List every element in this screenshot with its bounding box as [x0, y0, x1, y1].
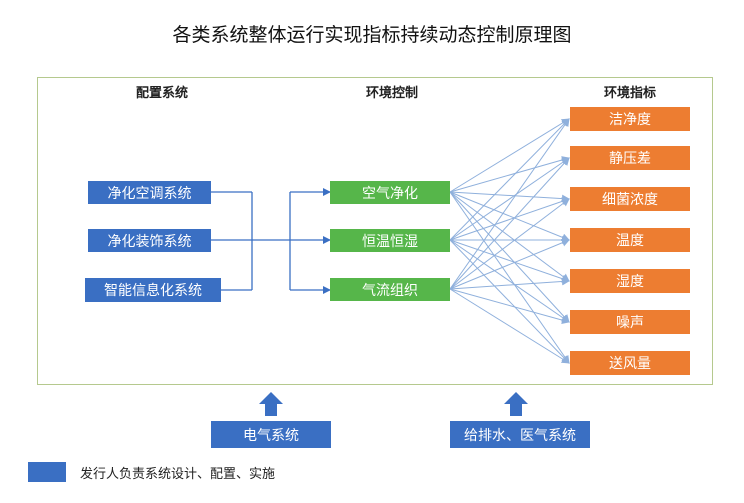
- support-arrows: [259, 392, 528, 416]
- diagram-frame: [37, 77, 713, 385]
- legend-label: 发行人负责系统设计、配置、实施: [80, 467, 276, 482]
- config-system-intelligent: 智能信息化系统: [85, 278, 221, 302]
- indicator-noise: 噪声: [570, 310, 690, 334]
- column-header-config: 配置系统: [135, 86, 188, 101]
- support-electrical: 电气系统: [211, 421, 331, 448]
- support-water-medical-gas: 给排水、医气系统: [450, 421, 590, 448]
- indicator-humidity: 湿度: [570, 269, 690, 293]
- indicator-cleanliness: 洁净度: [570, 107, 690, 131]
- control-constant-temp-humidity: 恒温恒湿: [330, 229, 450, 252]
- column-header-indicator: 环境指标: [603, 86, 656, 101]
- control-airflow: 气流组织: [330, 278, 450, 301]
- config-system-decoration: 净化装饰系统: [88, 229, 211, 252]
- config-system-hvac: 净化空调系统: [88, 181, 211, 204]
- indicator-air-volume: 送风量: [570, 351, 690, 375]
- column-header-control: 环境控制: [365, 86, 418, 101]
- indicator-temperature: 温度: [570, 228, 690, 252]
- indicator-bacteria: 细菌浓度: [570, 187, 690, 211]
- legend-swatch: [28, 462, 66, 482]
- indicator-static-pressure: 静压差: [570, 146, 690, 170]
- control-air-purification: 空气净化: [330, 181, 450, 204]
- diagram-title: 各类系统整体运行实现指标持续动态控制原理图: [172, 24, 572, 46]
